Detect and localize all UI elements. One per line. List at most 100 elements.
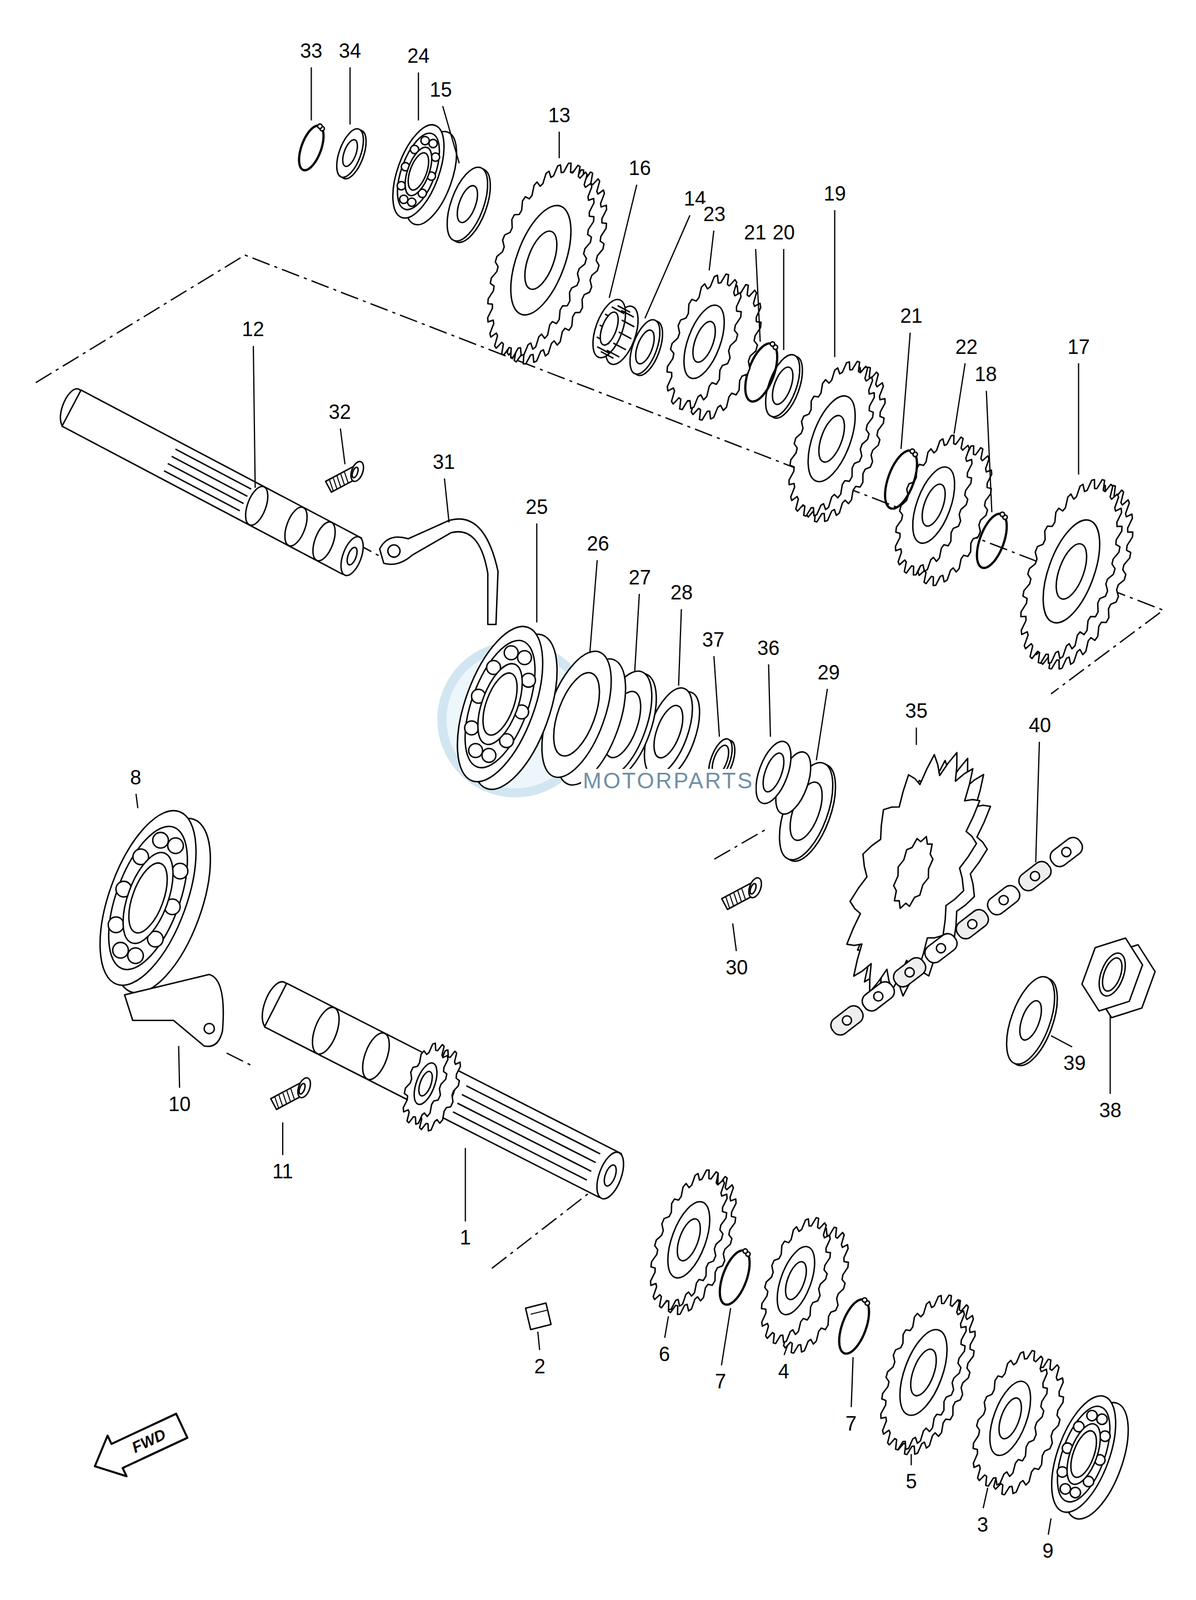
group-frame [714,828,768,859]
ball-bearing [167,837,184,854]
parts [35,118,1164,1528]
gear [667,273,742,410]
leader-lines [536,523,538,623]
ball-bearing [1057,1466,1068,1478]
callout-number: 7 [713,1370,728,1393]
washer [758,350,810,423]
plate [379,518,498,625]
gear [881,1294,976,1455]
gear [917,481,950,529]
callout-number: 35 [903,700,930,722]
nut [1093,949,1131,1000]
plate [387,544,400,558]
circlip [884,450,918,509]
ball-bearing [112,942,129,958]
ball-bearing [382,118,455,225]
callout-number: 2 [532,1355,548,1378]
gear [788,361,885,523]
callout-number: 36 [755,637,782,659]
gear [895,434,992,585]
gear [973,1350,1064,1495]
callout-number: 32 [327,401,353,423]
ball-bearing [127,947,144,964]
ball-bearing [464,721,479,735]
ball-bearing [403,149,433,193]
leader-lines [634,593,640,672]
direction-arrow [85,1405,192,1487]
gear [1031,512,1112,630]
callout-number: 4 [776,1360,792,1383]
shaft [452,1111,587,1180]
leader-lines [537,1331,540,1350]
shaft [591,1148,629,1203]
leader-lines [1078,363,1080,475]
shaft [256,978,629,1203]
drive-chain [952,906,992,942]
callout-number: 21 [898,305,924,327]
leader-lines [986,390,993,513]
callout-number: 19 [822,183,848,205]
lock-washer [996,970,1065,1070]
bolt [733,892,738,904]
gear [498,197,584,323]
callout-number: 39 [1061,1052,1088,1074]
ball-bearing [504,646,519,660]
collar [758,750,789,795]
needle-bearing [596,309,623,348]
ball-bearing [1060,1419,1108,1489]
callout-number: 34 [337,40,363,62]
direction-arrow [85,1405,192,1487]
drive-chain [842,1015,852,1025]
ball-bearing [439,615,560,793]
washer [331,125,372,183]
gear [769,1241,823,1320]
ball-bearing [92,816,204,980]
ball-bearing [80,798,230,1005]
key [530,1309,547,1314]
plate [124,974,224,1047]
sprocket [846,752,980,993]
leader-lines [644,215,690,319]
callout-number: 26 [584,533,611,555]
washer [758,350,808,422]
gear [788,361,874,517]
needle-bearing [618,332,632,339]
callout-number: 31 [431,451,457,473]
gear [672,1215,705,1264]
leader-lines [136,793,138,809]
ball-bearing [1069,1487,1081,1498]
shaft [171,456,248,497]
ball-bearing [517,650,532,665]
plate [379,518,498,625]
gear [688,318,720,366]
leader-lines [915,727,917,745]
callout-number: 37 [700,629,727,651]
gear [650,1169,728,1310]
drive-chain [827,1002,867,1039]
circlip [298,123,325,170]
gear [973,1350,1048,1486]
ball-bearing [382,118,468,232]
callout-number: 12 [240,318,267,340]
drive-chain [1015,858,1055,894]
shaft [307,1003,345,1058]
ball-bearing [388,127,449,215]
leader-lines [1051,1035,1073,1047]
leader-lines [442,106,460,164]
bolt [729,894,734,907]
gear [667,273,762,420]
needle-bearing [597,346,610,354]
leader-lines [954,363,966,434]
leader-lines [1035,741,1040,863]
ball-bearing [482,748,497,763]
ball-bearing [1059,1483,1071,1495]
callout-number: 5 [903,1470,919,1493]
callout-number: 20 [771,222,797,244]
needle-bearing [621,319,635,327]
gear [1021,479,1123,663]
gear [981,1375,1039,1461]
leader-lines [136,67,1111,1535]
leader-lines [816,688,828,761]
ball-bearing [468,658,532,751]
